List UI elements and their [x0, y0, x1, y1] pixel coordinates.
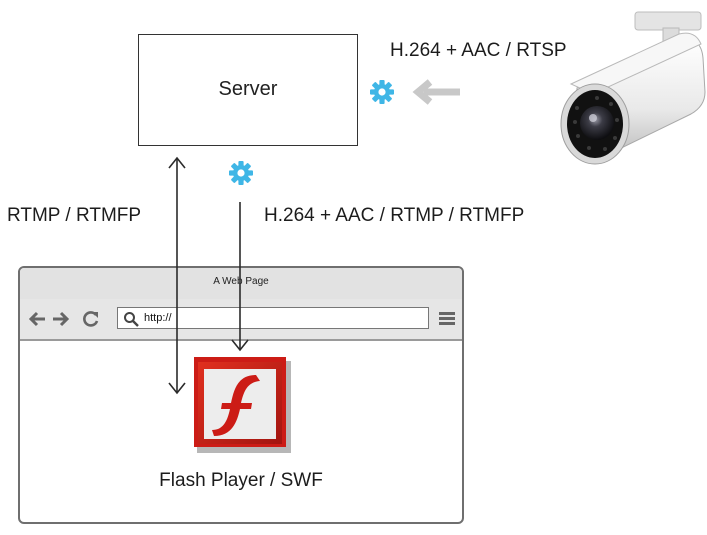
- server-label: Server: [218, 78, 278, 100]
- stream-protocol-label: H.264 + AAC / RTMP / RTMFP: [264, 205, 525, 226]
- reload-icon[interactable]: [82, 310, 100, 328]
- gear-icon: [370, 80, 394, 104]
- security-camera-icon: [560, 11, 706, 165]
- camera-to-server-arrow: [412, 79, 460, 105]
- server-box: Server: [138, 34, 358, 146]
- flash-player-logo: [194, 357, 291, 453]
- search-icon: [124, 312, 139, 327]
- browser-toolbar: http://: [20, 299, 462, 341]
- browser-title: A Web Page: [20, 268, 462, 300]
- flash-player-caption: Flash Player / SWF: [159, 470, 323, 491]
- gear-icon: [229, 161, 253, 185]
- url-bar[interactable]: http://: [117, 307, 429, 329]
- camera-protocol-label: H.264 + AAC / RTSP: [390, 40, 567, 61]
- url-text: http://: [144, 312, 172, 324]
- back-arrow-icon[interactable]: [28, 311, 46, 327]
- forward-arrow-icon[interactable]: [52, 311, 70, 327]
- menu-icon[interactable]: [438, 309, 456, 327]
- browser-window: A Web Page http://: [18, 266, 464, 524]
- rtmp-protocol-label: RTMP / RTMFP: [7, 205, 142, 226]
